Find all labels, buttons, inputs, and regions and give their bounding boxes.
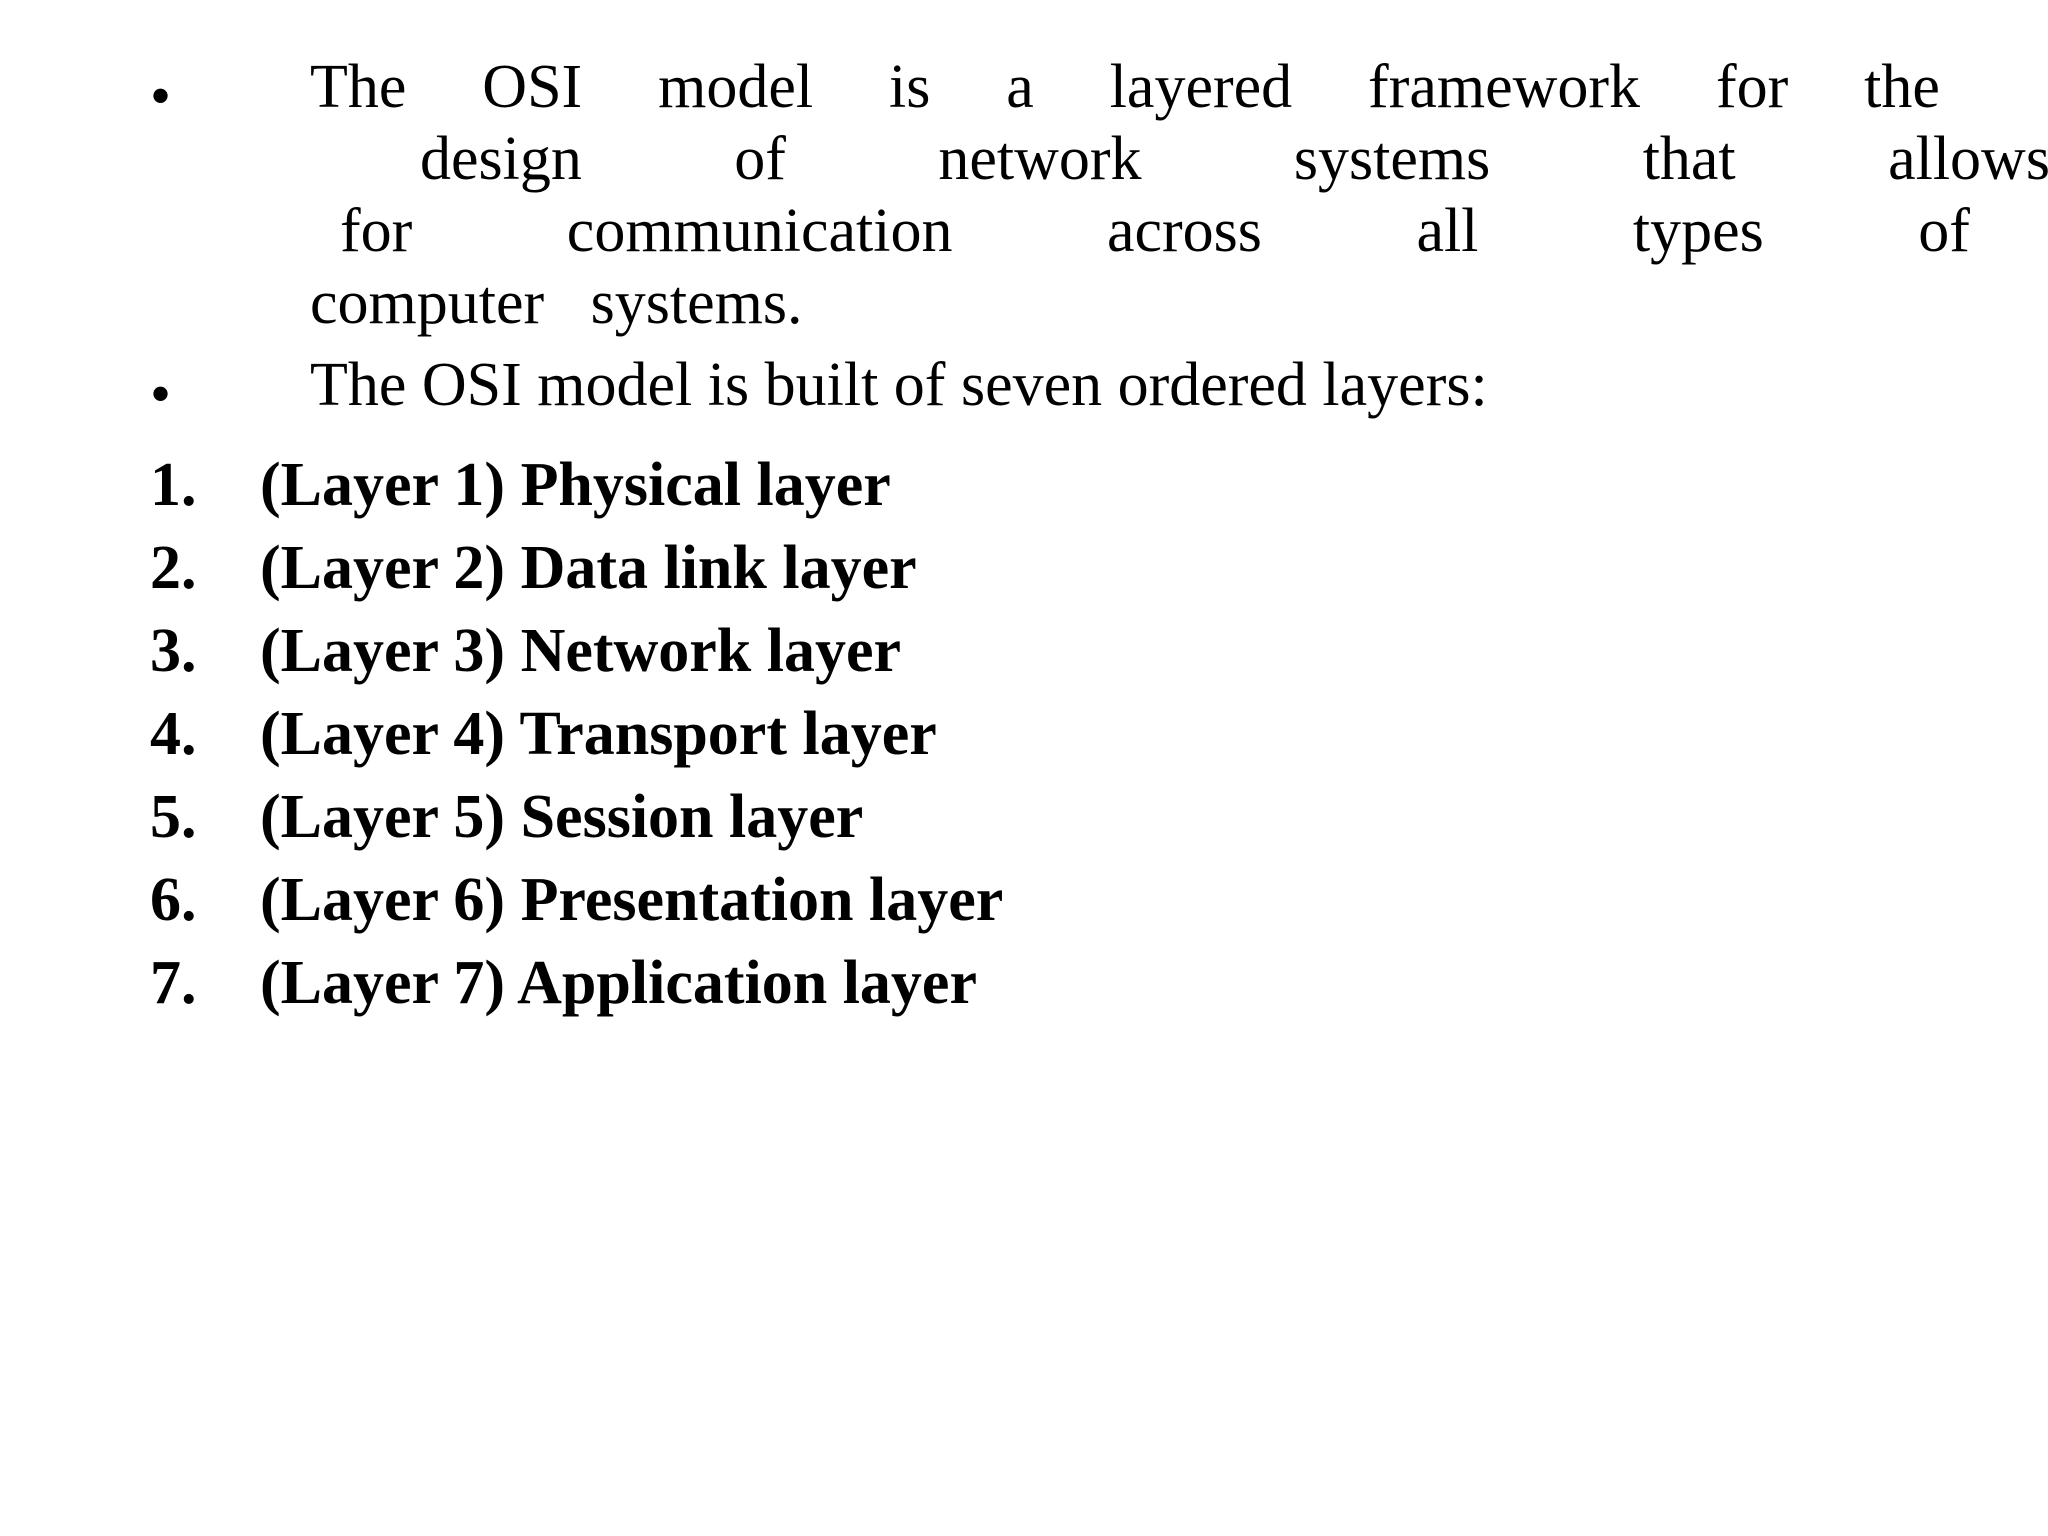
list-item-label: (Layer 4) Transport layer <box>260 699 937 768</box>
word: for <box>340 196 413 265</box>
paragraph-line: for communication across all types of <box>310 196 1970 268</box>
word: a <box>1006 53 1034 121</box>
list-item-number: 2. <box>150 533 197 602</box>
word: across <box>1106 196 1262 265</box>
paragraph-line: The OSI model is a layered framework for… <box>310 52 1940 124</box>
list-item: 4. (Layer 4) Transport layer <box>150 693 1940 776</box>
list-item: 2. (Layer 2) Data link layer <box>150 527 1940 610</box>
slide-content: • The OSI model is a layered framework f… <box>150 52 2048 1026</box>
paragraph-line: computer systems. <box>310 268 1940 340</box>
word: allows <box>1888 124 2048 193</box>
bullet-item-2-text: The OSI model is built of seven ordered … <box>310 350 1488 419</box>
list-item: 7. (Layer 7) Application layer <box>150 942 1940 1025</box>
list-item-number: 5. <box>150 782 197 851</box>
word: computer <box>310 268 545 337</box>
word: layered <box>1109 53 1293 121</box>
list-item-number: 3. <box>150 616 197 685</box>
list-item: 1. (Layer 1) Physical layer <box>150 444 1940 527</box>
word: The <box>310 53 407 121</box>
list-item: 5. (Layer 5) Session layer <box>150 776 1940 859</box>
list-item-number: 6. <box>150 865 197 934</box>
word: the <box>1864 53 1940 121</box>
list-item-label: (Layer 2) Data link layer <box>260 533 917 602</box>
bullet-item-1: • The OSI model is a layered framework f… <box>150 52 2048 340</box>
bullet-item-1-text: The OSI model is a layered framework for… <box>310 52 2048 340</box>
word: communication <box>566 196 953 265</box>
paragraph-line: design of network systems that allows <box>310 124 2048 196</box>
word: network <box>938 124 1142 193</box>
list-item-label: (Layer 7) Application layer <box>260 949 977 1017</box>
list-item-number: 4. <box>150 699 197 768</box>
word: OSI <box>482 53 583 121</box>
word: that <box>1642 124 1736 193</box>
word: model <box>658 53 814 121</box>
list-item: 3. (Layer 3) Network layer <box>150 610 1940 693</box>
word: systems. <box>590 268 803 337</box>
bullet-item-2: • The OSI model is built of seven ordere… <box>150 350 1940 427</box>
bullet-icon: • <box>150 63 172 129</box>
list-item-number: 7. <box>150 949 197 1017</box>
list-item: 6. (Layer 6) Presentation layer <box>150 859 1940 942</box>
word-gap <box>544 268 591 340</box>
list-item-label: (Layer 1) Physical layer <box>260 450 891 519</box>
word: framework <box>1368 53 1641 121</box>
list-item-label: (Layer 3) Network layer <box>260 616 902 685</box>
bullet-icon: • <box>150 360 172 427</box>
list-item-label: (Layer 5) Session layer <box>260 782 864 851</box>
word: design <box>420 124 582 193</box>
word: all <box>1416 196 1479 265</box>
word: types <box>1632 196 1764 265</box>
word: is <box>889 53 931 121</box>
word: of <box>734 124 786 193</box>
word: systems <box>1293 124 1491 193</box>
list-item-number: 1. <box>150 450 197 519</box>
word: of <box>1918 196 1970 265</box>
osi-layer-list: 1. (Layer 1) Physical layer 2. (Layer 2)… <box>150 444 1940 1026</box>
list-item-label: (Layer 6) Presentation layer <box>260 865 1004 934</box>
word: for <box>1715 53 1789 121</box>
